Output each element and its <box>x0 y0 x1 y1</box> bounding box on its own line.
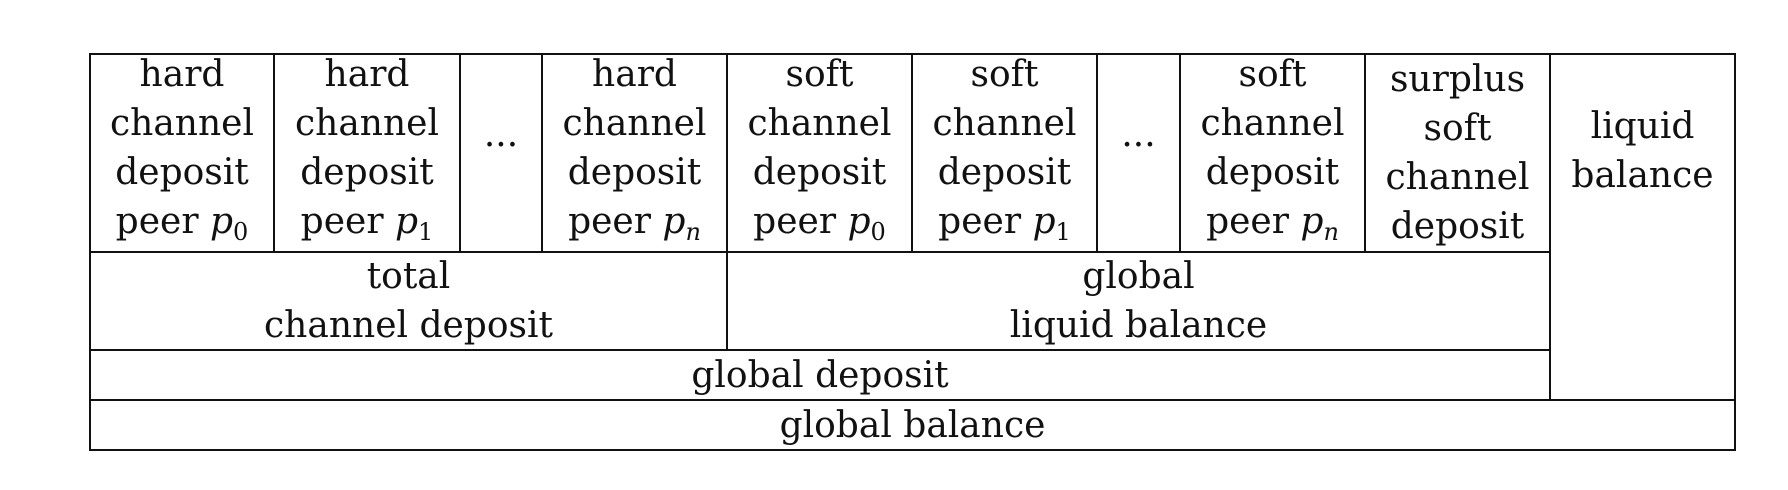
cell-soft-deposit-peer-0: soft channel deposit peer p0 <box>727 54 912 252</box>
label: deposit <box>1390 206 1525 247</box>
cell-soft-deposit-peer-1: soft channel deposit peer p1 <box>912 54 1097 252</box>
label: channel deposit <box>264 305 553 346</box>
label: deposit <box>567 151 702 193</box>
label: liquid <box>1590 106 1695 147</box>
label: deposit <box>752 151 887 193</box>
label: deposit <box>937 151 1072 193</box>
label: channel <box>932 102 1077 144</box>
border-bottom <box>90 449 1735 451</box>
peer-subscript: n <box>685 217 701 246</box>
cell-total-channel-deposit: total channel deposit <box>90 252 727 350</box>
label: channel <box>110 102 254 144</box>
label: soft <box>785 53 854 95</box>
cell-hard-deposit-peer-1: hard channel deposit peer p1 <box>274 54 460 252</box>
label: surplus <box>1389 59 1526 100</box>
cell-soft-deposit-peer-n: soft channel deposit peer pn <box>1180 54 1365 252</box>
col-divider <box>541 53 543 253</box>
cell-global-deposit: global deposit <box>90 350 1550 400</box>
peer-subscript: 1 <box>418 217 434 246</box>
label: balance <box>1571 155 1714 196</box>
cell-soft-ellipsis: ··· <box>1097 54 1180 252</box>
peer-symbol: p <box>662 200 686 242</box>
peer-symbol: p <box>1032 200 1056 242</box>
col-divider <box>1096 53 1098 253</box>
row-divider-header <box>90 251 1550 253</box>
label: deposit <box>300 151 434 193</box>
row-divider-middle <box>90 349 1550 351</box>
label: soft <box>1423 108 1492 149</box>
peer-symbol: p <box>1300 200 1324 242</box>
peer-symbol: p <box>395 200 419 242</box>
cell-hard-deposit-peer-n: hard channel deposit peer pn <box>542 54 727 252</box>
peer-subscript: 0 <box>870 217 886 246</box>
cell-liquid-balance: liquid balance <box>1550 54 1735 400</box>
peer-subscript: 1 <box>1055 217 1071 246</box>
peer-word: peer <box>753 200 837 242</box>
col-divider-liquid <box>1549 53 1551 401</box>
ellipsis: ··· <box>1121 124 1156 166</box>
label: global <box>1082 256 1195 297</box>
peer-symbol: p <box>847 200 871 242</box>
label: soft <box>970 53 1039 95</box>
cell-hard-ellipsis: ··· <box>460 54 542 252</box>
col-divider <box>911 53 913 253</box>
col-divider <box>1179 53 1181 253</box>
peer-word: peer <box>938 200 1022 242</box>
cell-global-balance: global balance <box>90 400 1735 450</box>
col-divider-hard-soft <box>726 53 728 351</box>
peer-word: peer <box>568 200 651 242</box>
col-divider <box>273 53 275 253</box>
label: global balance <box>779 404 1046 446</box>
label: hard <box>592 53 677 95</box>
peer-word: peer <box>115 200 199 242</box>
label: hard <box>139 53 225 95</box>
row-divider-deposit <box>90 399 1735 401</box>
label: global deposit <box>691 354 949 396</box>
peer-word: peer <box>300 200 384 242</box>
border-left <box>89 53 91 451</box>
label: channel <box>562 102 707 144</box>
cell-hard-deposit-peer-0: hard channel deposit peer p0 <box>90 54 274 252</box>
label: liquid balance <box>1009 305 1268 346</box>
label: channel <box>747 102 892 144</box>
cell-surplus-soft-deposit: surplus soft channel deposit <box>1365 54 1550 252</box>
border-right <box>1734 53 1736 451</box>
label: hard <box>324 53 410 95</box>
peer-word: peer <box>1206 200 1289 242</box>
label: total <box>366 256 451 297</box>
label: channel <box>1385 157 1530 198</box>
peer-symbol: p <box>210 200 234 242</box>
label: channel <box>1200 102 1345 144</box>
ellipsis: ··· <box>483 124 519 166</box>
cell-global-liquid-balance: global liquid balance <box>727 252 1550 350</box>
peer-subscript: n <box>1323 217 1339 246</box>
label: deposit <box>1205 151 1340 193</box>
label: deposit <box>115 151 249 193</box>
peer-subscript: 0 <box>233 217 249 246</box>
col-divider <box>1364 53 1366 253</box>
label: channel <box>295 102 439 144</box>
col-divider <box>459 53 461 253</box>
label: soft <box>1238 53 1307 95</box>
